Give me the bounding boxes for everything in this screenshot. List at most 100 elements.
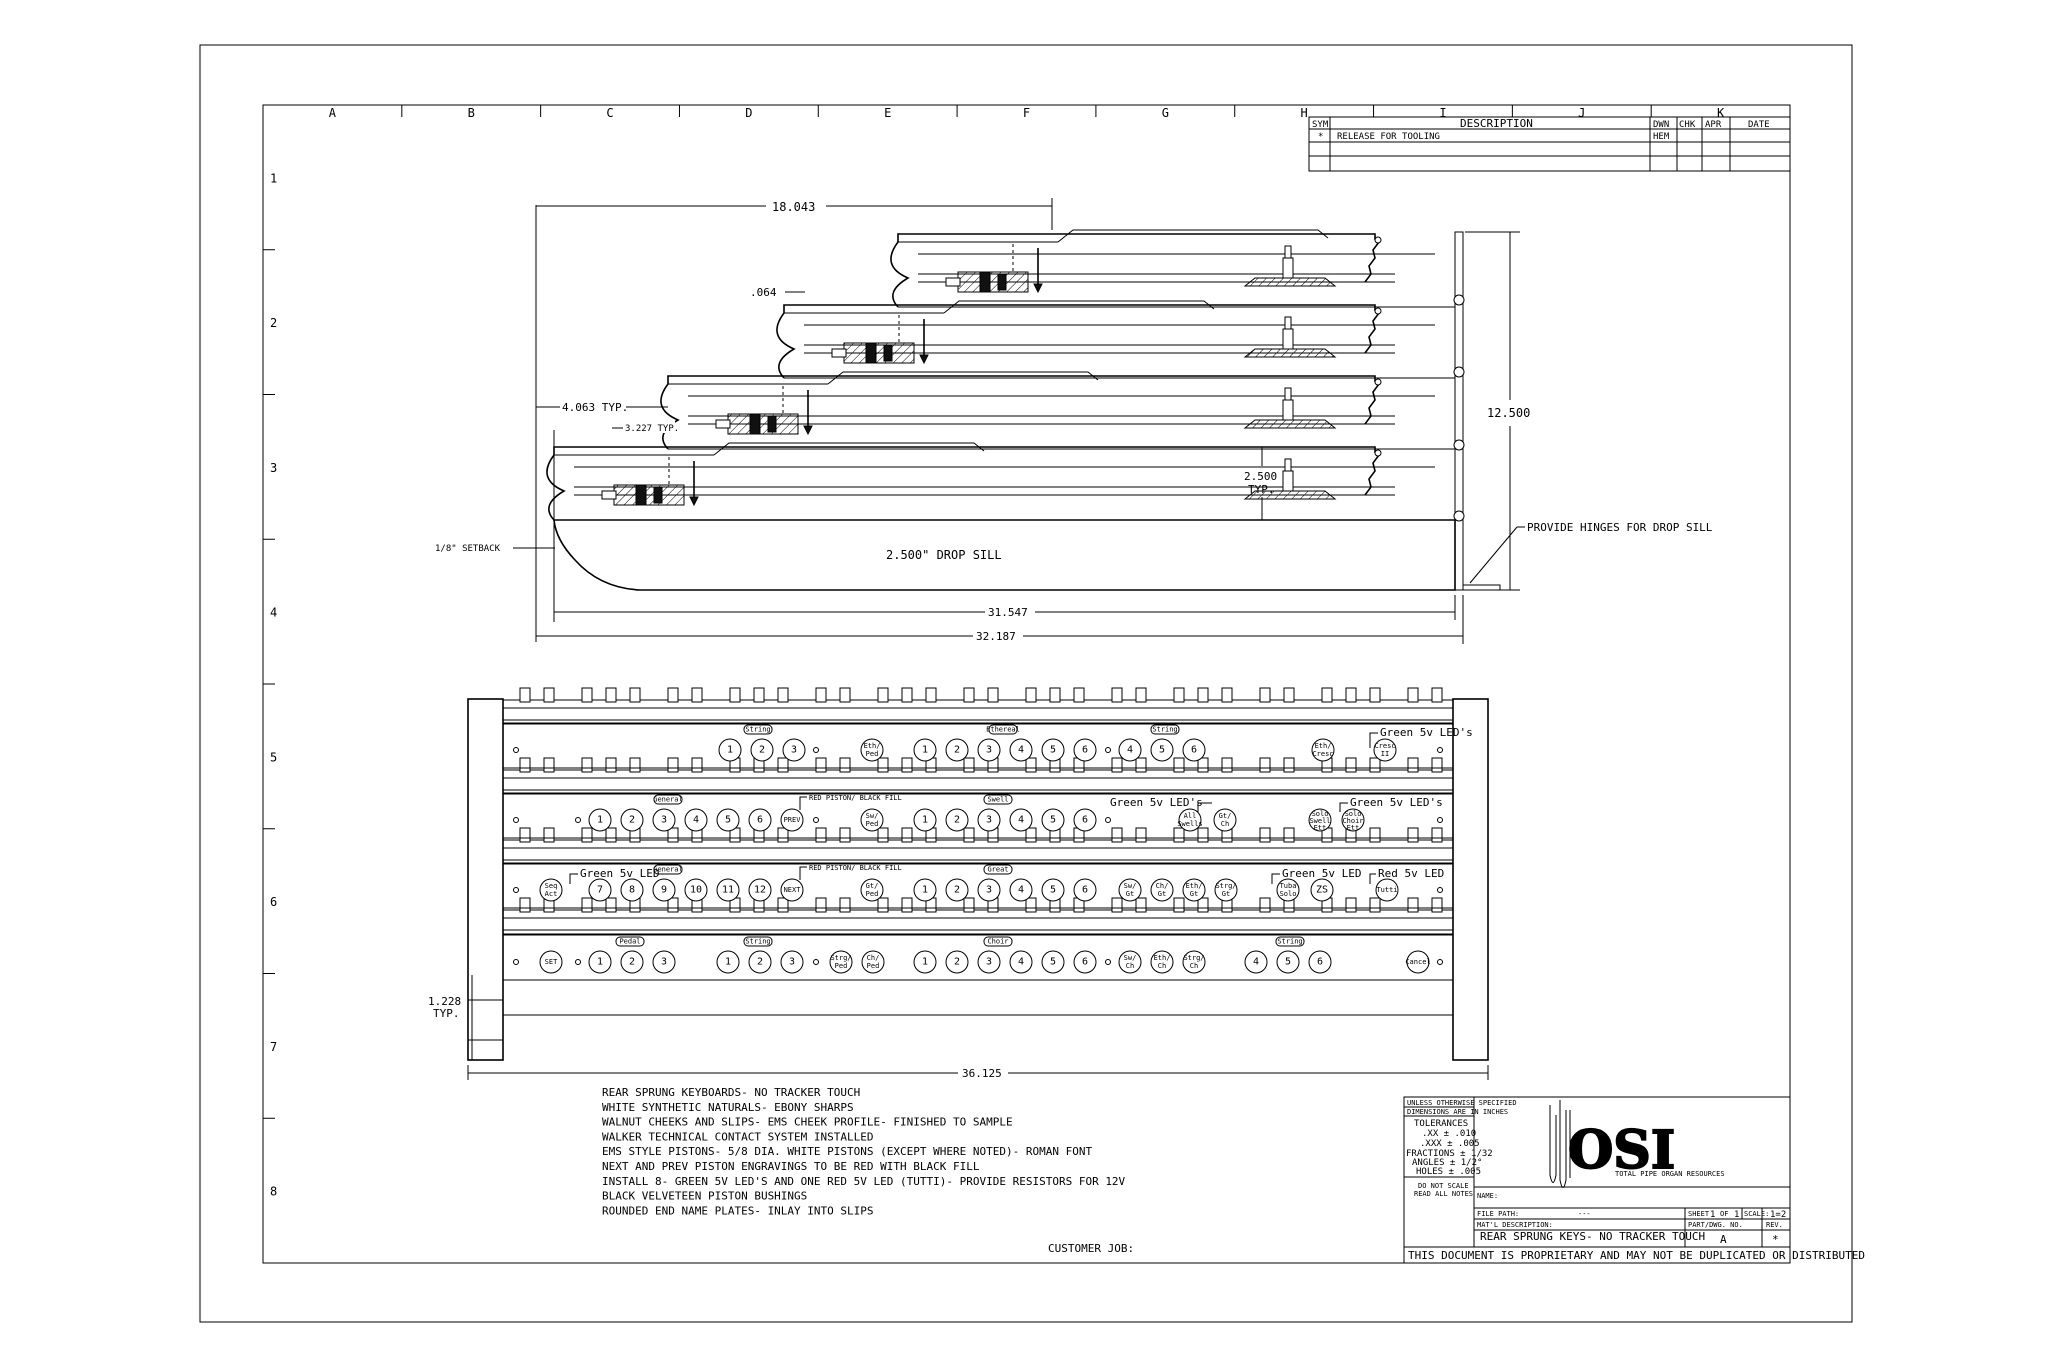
piston-label-1-15: Cresc xyxy=(1374,742,1395,750)
tol-holes: HOLES ± .005 xyxy=(1416,1167,1481,1177)
piston-3-11[interactable] xyxy=(945,878,969,902)
piston-4-5[interactable] xyxy=(716,950,740,974)
piston-1-8[interactable] xyxy=(1009,738,1033,762)
piston-label-2-8: Sw/ xyxy=(866,812,879,820)
piston-4-9[interactable] xyxy=(861,950,885,974)
piston-2-13[interactable] xyxy=(1041,808,1065,832)
piston-3-15[interactable] xyxy=(1073,878,1097,902)
piston-label-3-9-b: Ped xyxy=(866,890,879,898)
piston-1-4[interactable] xyxy=(860,738,884,762)
piston-2-16[interactable] xyxy=(1213,808,1237,832)
piston-3-5[interactable] xyxy=(684,878,708,902)
piston-label-3-1: Seq xyxy=(545,882,558,890)
grid-col-C: C xyxy=(606,106,613,120)
piston-3-17[interactable] xyxy=(1150,878,1174,902)
piston-3-20[interactable] xyxy=(1276,878,1300,902)
piston-label-3-13: 4 xyxy=(1018,885,1024,896)
piston-4-19[interactable] xyxy=(1244,950,1268,974)
piston-2-18[interactable] xyxy=(1341,808,1365,832)
piston-label-1-5: 1 xyxy=(922,745,928,756)
piston-1-1[interactable] xyxy=(718,738,742,762)
piston-2-1[interactable] xyxy=(588,808,612,832)
piston-2-14[interactable] xyxy=(1073,808,1097,832)
piston-label-3-16-b: Gt xyxy=(1126,890,1134,898)
piston-1-5[interactable] xyxy=(913,738,937,762)
piston-3-4[interactable] xyxy=(652,878,676,902)
piston-4-21[interactable] xyxy=(1308,950,1332,974)
piston-4-12[interactable] xyxy=(977,950,1001,974)
piston-3-19[interactable] xyxy=(1214,878,1238,902)
hinge-4 xyxy=(1453,510,1465,522)
piston-3-21[interactable] xyxy=(1310,878,1334,902)
piston-label-2-4: 4 xyxy=(693,815,699,826)
piston-label-2-18-c: Ett xyxy=(1347,824,1360,832)
piston-2-3[interactable] xyxy=(652,808,676,832)
piston-1-10[interactable] xyxy=(1073,738,1097,762)
piston-1-14[interactable] xyxy=(1311,738,1335,762)
piston-4-3[interactable] xyxy=(620,950,644,974)
piston-3-16[interactable] xyxy=(1118,878,1142,902)
piston-4-20[interactable] xyxy=(1276,950,1300,974)
piston-2-12[interactable] xyxy=(1009,808,1033,832)
piston-4-22[interactable] xyxy=(1406,950,1430,974)
piston-4-8[interactable] xyxy=(829,950,853,974)
note-line-3: WALNUT CHEEKS AND SLIPS- EMS CHEEK PROFI… xyxy=(602,1116,1013,1129)
piston-2-5[interactable] xyxy=(716,808,740,832)
piston-2-15[interactable] xyxy=(1178,808,1202,832)
piston-2-7[interactable] xyxy=(780,808,804,832)
piston-3-9[interactable] xyxy=(860,878,884,902)
piston-3-1[interactable] xyxy=(539,878,563,902)
piston-1-9[interactable] xyxy=(1041,738,1065,762)
piston-4-6[interactable] xyxy=(748,950,772,974)
piston-4-11[interactable] xyxy=(945,950,969,974)
piston-3-14[interactable] xyxy=(1041,878,1065,902)
piston-1-12[interactable] xyxy=(1150,738,1174,762)
dim-18043: 18.043 xyxy=(772,200,815,214)
piston-1-6[interactable] xyxy=(945,738,969,762)
piston-4-10[interactable] xyxy=(913,950,937,974)
piston-2-9[interactable] xyxy=(913,808,937,832)
piston-3-18[interactable] xyxy=(1182,878,1206,902)
piston-label-3-1-b: Act xyxy=(545,890,558,898)
piston-1-3[interactable] xyxy=(782,738,806,762)
piston-2-11[interactable] xyxy=(977,808,1001,832)
piston-4-17[interactable] xyxy=(1150,950,1174,974)
piston-3-8[interactable] xyxy=(780,878,804,902)
piston-3-3[interactable] xyxy=(620,878,644,902)
piston-2-6[interactable] xyxy=(748,808,772,832)
piston-1-2[interactable] xyxy=(750,738,774,762)
piston-4-13[interactable] xyxy=(1009,950,1033,974)
piston-2-4[interactable] xyxy=(684,808,708,832)
piston-2-10[interactable] xyxy=(945,808,969,832)
piston-4-15[interactable] xyxy=(1073,950,1097,974)
piston-1-15[interactable] xyxy=(1373,738,1397,762)
piston-4-18[interactable] xyxy=(1182,950,1206,974)
piston-3-10[interactable] xyxy=(913,878,937,902)
piston-3-13[interactable] xyxy=(1009,878,1033,902)
piston-3-22[interactable] xyxy=(1375,878,1399,902)
piston-label-3-17-b: Gt xyxy=(1158,890,1166,898)
piston-2-17[interactable] xyxy=(1308,808,1332,832)
piston-label-3-20-b: Solo xyxy=(1280,890,1297,898)
piston-1-13[interactable] xyxy=(1182,738,1206,762)
spec-header-1: UNLESS OTHERWISE SPECIFIED xyxy=(1407,1099,1517,1107)
keyboard-tier-4 xyxy=(890,229,1455,308)
piston-4-14[interactable] xyxy=(1041,950,1065,974)
piston-4-1[interactable] xyxy=(539,950,563,974)
piston-label-1-14: Eth/ xyxy=(1315,742,1332,750)
piston-4-4[interactable] xyxy=(652,950,676,974)
grid-row-2: 2 xyxy=(270,316,277,330)
piston-4-7[interactable] xyxy=(780,950,804,974)
piston-4-2[interactable] xyxy=(588,950,612,974)
piston-1-11[interactable] xyxy=(1118,738,1142,762)
piston-3-7[interactable] xyxy=(748,878,772,902)
piston-1-7[interactable] xyxy=(977,738,1001,762)
rev-header-chk: CHK xyxy=(1679,120,1696,130)
piston-4-16[interactable] xyxy=(1118,950,1142,974)
piston-3-2[interactable] xyxy=(588,878,612,902)
piston-2-2[interactable] xyxy=(620,808,644,832)
piston-2-8[interactable] xyxy=(860,808,884,832)
piston-3-6[interactable] xyxy=(716,878,740,902)
scale-value: 1=2 xyxy=(1770,1210,1786,1220)
piston-3-12[interactable] xyxy=(977,878,1001,902)
